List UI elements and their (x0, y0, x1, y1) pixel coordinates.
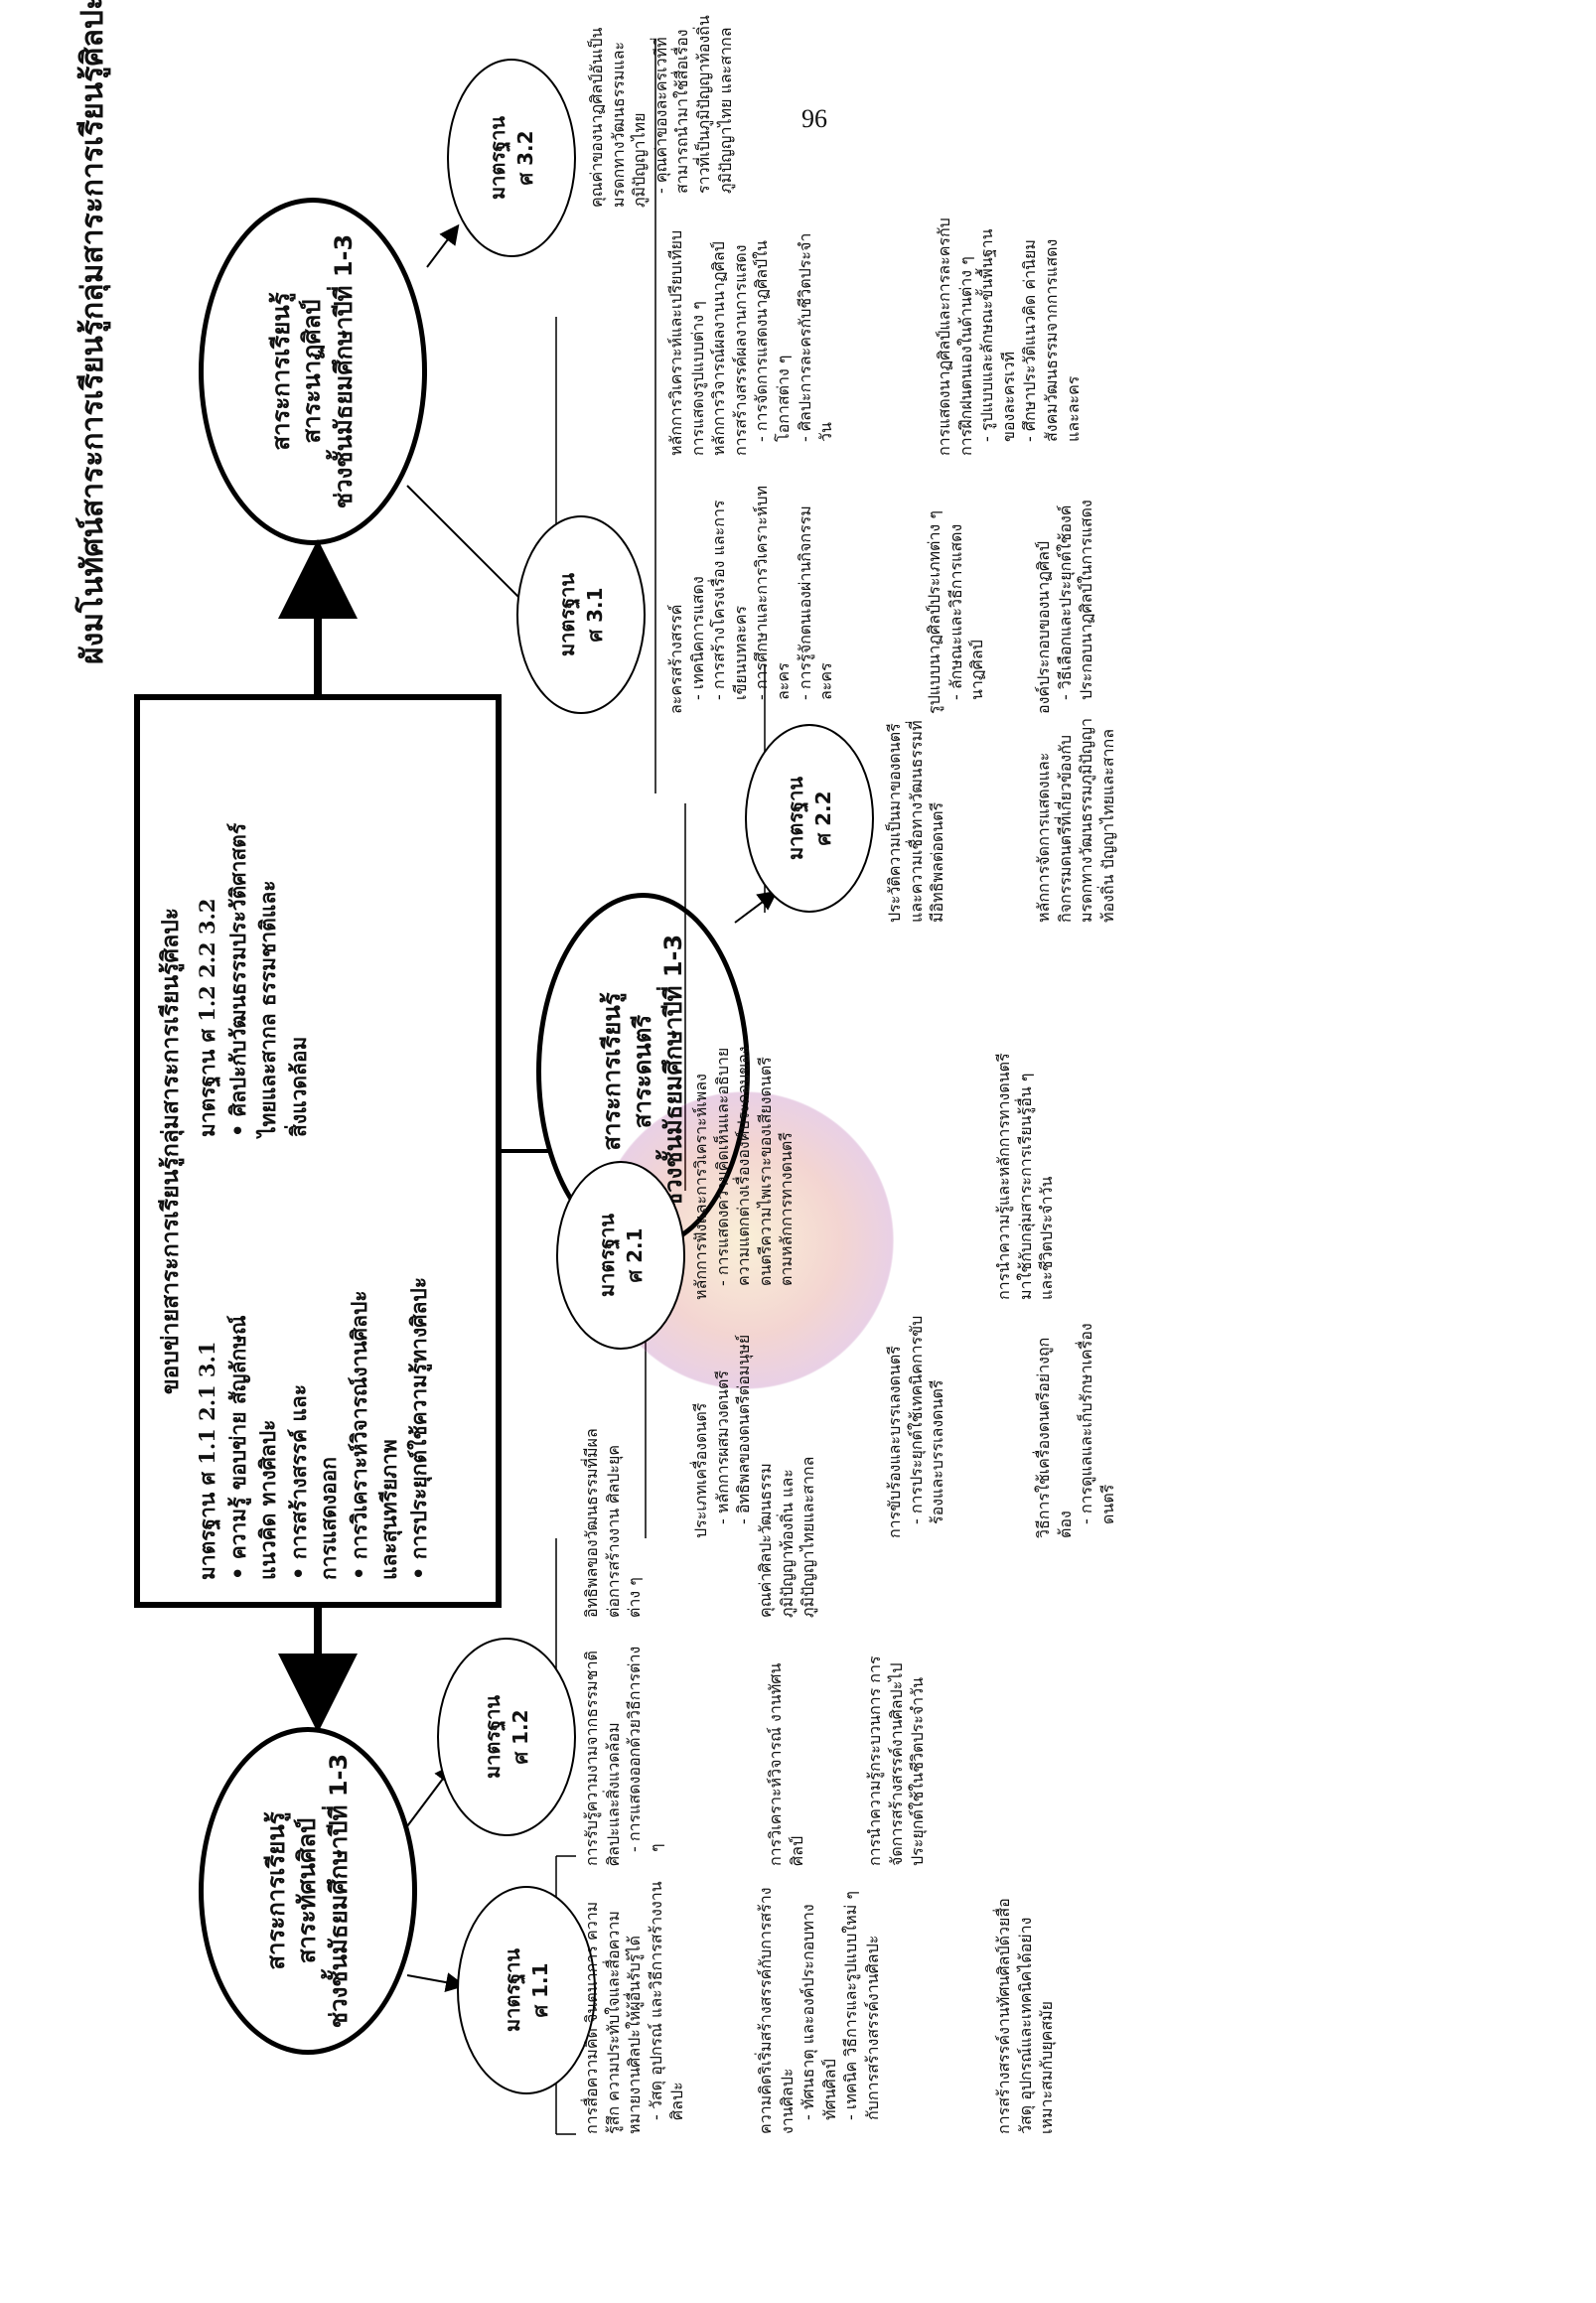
topic-line: การสร้างสรรค์ผลงานการแสดง (730, 244, 750, 456)
topic-line: - การรู้จักตนเองผ่านกิจกรรมละคร (795, 505, 836, 700)
topic-line: การวิเคราะห์วิจารณ์ งานทัศนศิลป์ (766, 1662, 806, 1866)
topic-s32-a: คุณค่าของนาฏศิลป์อันเป็นมรดกทางวัฒนธรรมแ… (586, 9, 736, 208)
page-number: 96 (801, 104, 827, 133)
topic-line: - ลักษณะและวิธีการแสดงนาฏศิลป์ (945, 523, 987, 700)
topic-line: - วิธีเลือกและประยุกต์ใช้องค์ประกอบนาฏศิ… (1055, 500, 1096, 700)
topic-line: การขับร้องและบรรเลงดนตรี (885, 1346, 904, 1538)
standard-s22: มาตรฐาน ศ 2.2 (745, 724, 874, 913)
topic-line: ประวัติความเป็นมาของดนตรี และความเชื่อทา… (885, 720, 947, 923)
scope-line: การแสดงออก (316, 1457, 342, 1580)
standard-s31: มาตรฐาน ศ 3.1 (516, 515, 646, 714)
topic-line: - เทคนิค วิธีการและรูปแบบใหม่ ๆ กับการสร… (841, 1891, 882, 2120)
scope-line: มาตรฐาน ศ 1.2 2.2 3.2 (195, 898, 220, 1137)
topic-line: คุณค่าของนาฏศิลป์อันเป็นมรดกทางวัฒนธรรมแ… (587, 27, 650, 208)
topic-line: การรับรู้ความงามจากธรรมชาติศิลปะและสิ่งแ… (582, 1651, 623, 1866)
strand-visual-arts: สาระการเรียนรู้ สาระทัศนศิลป์ ช่วงชั้นมั… (199, 1727, 417, 2055)
standard-s21: มาตรฐาน ศ 2.1 (556, 1161, 685, 1350)
topic-line: การสร้างสรรค์งานทัศนศิลป์ด้วยสื่อ วัสดุ … (994, 1898, 1057, 2134)
scope-line: สิ่งแวดล้อม (285, 1036, 311, 1137)
scope-line: แนวคิด ทางศิลปะ (255, 1419, 281, 1580)
topic-line: - การแสดงออกด้วยวิธีการต่าง ๆ (625, 1646, 665, 1852)
topic-s31-b: รูปแบบนาฏศิลป์ประเภทต่าง ๆ - ลักษณะและวิ… (924, 476, 988, 714)
standard-s12: มาตรฐาน ศ 1.2 (437, 1638, 576, 1836)
topic-s11-a: การสื่อความคิด จินตนาการ ความรู้สึก ความ… (581, 1876, 688, 2134)
topic-line: การสื่อความคิด จินตนาการ ความรู้สึก ความ… (582, 1901, 645, 2134)
topic-line: การนำความรู้กระบวนการ การจัดการสร้างสรรค… (865, 1655, 928, 1866)
topic-line: - การศึกษาและการวิเคราะห์บทละคร (752, 485, 793, 700)
topic-line: - ทัศนธาตุ และองค์ประกอบทางทัศนศิลป์ (798, 1904, 839, 2120)
topic-s31-d: หลักการวิเคราะห์และเปรียบเทียบการแสดงรูป… (665, 217, 837, 456)
topic-s22-b: หลักการจัดการแสดงและกิจกรรมดนตรีที่เกี่ย… (1033, 714, 1118, 923)
scope-line: • การวิเคราะห์วิจารณ์งานศิลปะ (346, 1290, 371, 1580)
topic-s21-d: หลักการฟังและการวิเคราะห์เพลง - การแสดงค… (690, 1042, 798, 1300)
topic-line: - อิทธิพลของดนตรีต่อมนุษย์ (734, 1334, 754, 1524)
topic-line: องค์ประกอบของนาฏศิลป์ (1034, 540, 1053, 714)
scope-line: มาตรฐาน ศ 1.1 2.1 3.1 (195, 1341, 220, 1580)
topic-s11-d: การรับรู้ความงามจากธรรมชาติศิลปะและสิ่งแ… (581, 1638, 666, 1866)
topic-s21-c: วิธีการใช้เครื่องดนตรีอย่างถูกต้อง - การ… (1033, 1310, 1118, 1538)
topic-line: - ศิลปะการละครกับชีวิตประจำวัน (795, 232, 836, 442)
scope-line: • ศิลปะกับวัฒนธรรมประวัติศาสตร์ (224, 822, 250, 1137)
topic-s21-a: ประเภทเครื่องดนตรี - หลักการผสมวงดนตรี -… (690, 1310, 755, 1538)
topic-line: ความคิดริเริ่มสร้างสรรค์กับการสร้างงานศิ… (756, 1887, 797, 2134)
topic-s11-e: การวิเคราะห์วิจารณ์ งานทัศนศิลป์ (765, 1638, 807, 1866)
topic-line: หลักการวิเคราะห์และเปรียบเทียบการแสดงรูป… (666, 229, 707, 456)
topic-s12-b: คุณค่าศิลปะวัฒนธรรมภูมิปัญญาท้องถิ่น และ… (755, 1419, 819, 1618)
topic-line: - ศึกษาประวัติแนวคิด ค่านิยม สังคมวัฒนธร… (1020, 238, 1083, 442)
scope-line: และสุนทรียภาพ (375, 1439, 401, 1580)
topic-line: หลักการวิจารณ์ผลงานนาฏศิลป์ (709, 241, 729, 456)
topic-line: รูปแบบนาฏศิลป์ประเภทต่าง ๆ (925, 510, 943, 714)
topic-line: - การประยุกต์ใช้เทคนิคการขับร้องและบรรเล… (906, 1315, 947, 1524)
topic-s31-e: การแสดงนาฏศิลป์และการละครกับการฝึกฝนตนเอ… (934, 217, 1084, 456)
standard-s32: มาตรฐาน ศ 3.2 (447, 59, 576, 257)
scope-right-column: มาตรฐาน ศ 1.2 2.2 3.2 • ศิลปะกับวัฒนธรรม… (193, 722, 435, 1137)
topic-line: - การจัดการแสดงนาฏศิลป์ในโอกาสต่าง ๆ (752, 240, 793, 442)
scope-left-column: มาตรฐาน ศ 1.1 2.1 3.1 • ความรู้ ขอบข่าย … (193, 1165, 435, 1580)
scope-line: • การสร้างสรรค์ และ (285, 1383, 311, 1580)
topic-s12-a: อิทธิพลของวัฒนธรรมที่มีผลต่อการสร้างงาน … (581, 1419, 646, 1618)
topic-s22-a: ประวัติความเป็นมาของดนตรี และความเชื่อทา… (884, 714, 948, 923)
topic-line: - คุณค่าของละครเวทีที่สามารถนำมาใช้สื่อเ… (651, 15, 735, 194)
topic-s11-f: การนำความรู้กระบวนการ การจัดการสร้างสรรค… (864, 1638, 929, 1866)
topic-s21-b: การขับร้องและบรรเลงดนตรี - การประยุกต์ใช… (884, 1310, 948, 1538)
standard-s11: มาตรฐาน ศ 1.1 (457, 1886, 596, 2094)
topic-line: การนำความรู้และหลักการทางดนตรีมาใช้กับกล… (994, 1053, 1057, 1300)
topic-line: หลักการฟังและการวิเคราะห์เพลง (691, 1074, 710, 1300)
topic-line: วิธีการใช้เครื่องดนตรีอย่างถูกต้อง (1034, 1337, 1075, 1538)
topic-line: หลักการจัดการแสดงและกิจกรรมดนตรีที่เกี่ย… (1034, 718, 1117, 923)
topic-line: - การแสดงความคิดเห็นและอธิบายความแตกต่าง… (712, 1046, 797, 1286)
topic-line: อิทธิพลของวัฒนธรรมที่มีผลต่อการสร้างงาน … (582, 1428, 645, 1618)
topic-s11-b: ความคิดริเริ่มสร้างสรรค์กับการสร้างงานศิ… (755, 1876, 884, 2134)
scope-line: • ความรู้ ขอบข่าย สัญลักษณ์ (224, 1315, 250, 1580)
page-title: ผังมโนทัศน์สาระการเรียนรู้กลุ่มสาระการเร… (75, 0, 110, 664)
scope-heading: ขอบข่ายสาระการเรียนรู้กลุ่มสาระการเรียนร… (157, 907, 184, 1395)
scope-box: ขอบข่ายสาระการเรียนรู้กลุ่มสาระการเรียนร… (134, 694, 502, 1608)
scope-line: • การประยุกต์ใช้ความรู้ทางศิลปะ (406, 1276, 432, 1580)
topic-line: คุณค่าศิลปะวัฒนธรรมภูมิปัญญาท้องถิ่น และ… (756, 1456, 818, 1618)
topic-line: ประเภทเครื่องดนตรี (691, 1402, 710, 1538)
topic-line: ละครสร้างสรรค์ (666, 604, 685, 714)
topic-line: - วัสดุ อุปกรณ์ และวิธีการสร้างงานศิลปะ (646, 1881, 687, 2120)
topic-line: - การสร้างโครงเรื่อง และการเขียนบทละคร (709, 500, 750, 700)
topic-s31-a: ละครสร้างสรรค์ - เทคนิคการแสดง - การสร้า… (665, 476, 837, 714)
topic-line: การแสดงนาฏศิลป์และการละครกับการฝึกฝนตนเอ… (935, 217, 975, 456)
topic-line: - รูปแบบและลักษณะขั้นพื้นฐานของละครเวที (977, 228, 1018, 442)
scope-line: ไทยและสากล ธรรมชาติและ (255, 880, 281, 1137)
topic-line: - เทคนิคการแสดง (687, 576, 707, 700)
topic-line: - การดูแลและเก็บรักษาเครื่องดนตรี (1077, 1323, 1117, 1524)
topic-s21-e: การนำความรู้และหลักการทางดนตรีมาใช้กับกล… (993, 1042, 1058, 1300)
topic-s11-c: การสร้างสรรค์งานทัศนศิลป์ด้วยสื่อ วัสดุ … (993, 1876, 1058, 2134)
strand-drama: สาระการเรียนรู้ สาระนาฏศิลป์ ช่วงชั้นมัธ… (199, 198, 427, 545)
topic-s31-c: องค์ประกอบของนาฏศิลป์ - วิธีเลือกและประย… (1033, 476, 1097, 714)
topic-line: - หลักการผสมวงดนตรี (712, 1370, 732, 1524)
